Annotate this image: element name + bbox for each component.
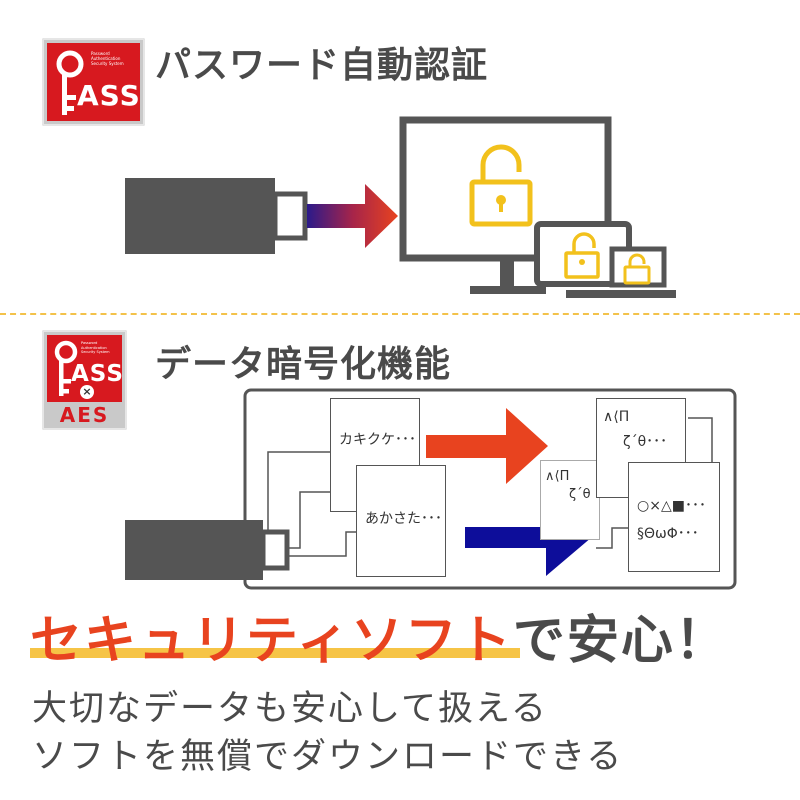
headline-underline	[30, 648, 520, 658]
badge-line-1: Password	[91, 51, 110, 56]
cipher-2-line-1: ○×△■･･･	[637, 498, 706, 514]
badge2-small-text: Password Authentication Security System	[81, 341, 110, 355]
subtext-line-2: ソフトを無償でダウンロードできる	[32, 737, 624, 777]
devices-illustration	[399, 116, 676, 298]
data-card-cipher-hidden: ∧⟨Π ζ´θ	[540, 460, 600, 540]
headline: セキュリティソフトで安心！	[30, 598, 729, 673]
pass-aes-badge: Password Authentication Security System …	[42, 330, 127, 430]
badge2-line-2: Authentication	[81, 345, 107, 350]
badge2-line-1: Password	[81, 341, 98, 345]
usb-connector-2	[260, 529, 290, 571]
lock-icon-small	[623, 253, 651, 285]
section-divider	[0, 313, 800, 315]
badge-small-text: Password Authentication Security System	[91, 51, 124, 66]
monitor-stand	[470, 286, 546, 294]
cipher-hidden-line-2: ζ´θ	[569, 487, 591, 502]
section-title-password-auth: パスワード自動認証	[155, 45, 489, 86]
usb-drive-illustration-1	[125, 178, 398, 254]
cipher-hidden-line-1: ∧⟨Π	[545, 469, 570, 484]
lock-icon-medium	[564, 232, 600, 279]
pass-badge: Password Authentication Security System …	[42, 38, 145, 126]
headline-highlight: セキュリティソフト	[30, 611, 513, 671]
pass-badge-inner: Password Authentication Security System …	[47, 43, 140, 121]
data-card-plain-2: あかさた･･･	[356, 465, 446, 577]
badge-line-2: Authentication	[91, 56, 121, 61]
cipher-2-line-2: §ΘωΦ･･･	[637, 526, 699, 542]
key-icon	[56, 50, 84, 115]
usb-body-2	[125, 520, 263, 580]
badge-pass-text: ASS	[77, 79, 141, 112]
badge2-pass-text: ASS	[71, 361, 124, 387]
badge2-cross: ×	[80, 385, 94, 399]
badge2-line-3: Security System	[81, 350, 110, 354]
cipher-1-line-2: ζ´θ･･･	[623, 434, 668, 450]
cipher-1-line-1: ∧⟨Π	[603, 409, 630, 425]
plain-text-2: あかさた･･･	[365, 511, 442, 527]
encrypt-arrow-red	[426, 408, 548, 484]
pass-aes-badge-inner: Password Authentication Security System …	[47, 335, 124, 402]
usb-connector	[272, 191, 308, 241]
monitor-neck	[500, 258, 514, 288]
lock-icon-large	[469, 144, 533, 227]
usb-body	[125, 178, 275, 254]
data-card-cipher-2: ○×△■･･･ §ΘωΦ･･･	[628, 462, 720, 572]
subtext-line-1: 大切なデータも安心して扱える	[32, 689, 548, 729]
badge2-aes-text: AES	[59, 403, 110, 427]
laptop-base	[566, 290, 676, 298]
plain-text-1: カキクケ･･･	[339, 432, 416, 448]
section-title-encryption: データ暗号化機能	[155, 344, 452, 385]
key-icon-2	[54, 340, 78, 396]
badge-line-3: Security System	[91, 61, 124, 66]
headline-rest: で安心！	[512, 611, 729, 671]
transfer-arrow	[307, 184, 398, 248]
